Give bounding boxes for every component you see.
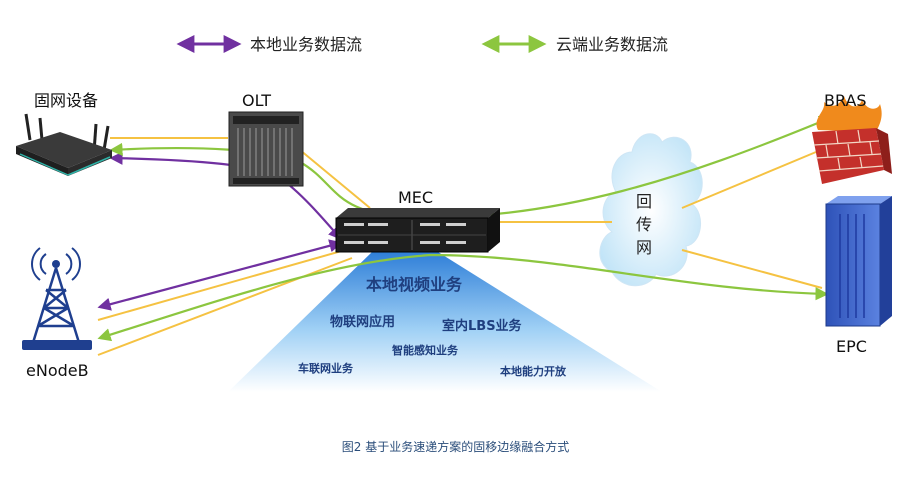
- legend: 本地业务数据流 云端业务数据流: [176, 35, 668, 54]
- backhaul-cloud: 回 传 网: [599, 133, 703, 287]
- fixed-network-device: 固网设备: [16, 91, 112, 176]
- service-lbs: 室内LBS业务: [442, 318, 523, 334]
- fixed-device-label: 固网设备: [34, 91, 98, 110]
- service-iot: 物联网应用: [330, 314, 395, 330]
- epc-device: EPC: [825, 196, 892, 356]
- enodeb-label: eNodeB: [26, 361, 89, 380]
- legend-cloud-label: 云端业务数据流: [556, 35, 668, 54]
- mec-device: MEC: [335, 188, 500, 253]
- mec-label: MEC: [398, 188, 433, 207]
- bras-device: BRAS: [812, 91, 892, 184]
- backhaul-label-3: 网: [636, 238, 652, 257]
- service-capability: 本地能力开放: [500, 364, 567, 378]
- olt-label: OLT: [242, 91, 271, 110]
- backhaul-label-2: 传: [636, 215, 652, 234]
- legend-local-label: 本地业务数据流: [250, 35, 362, 54]
- epc-label: EPC: [836, 337, 867, 356]
- service-vehicle: 车联网业务: [298, 361, 354, 375]
- service-sensing: 智能感知业务: [392, 343, 459, 357]
- service-labels: 本地视频业务 物联网应用 室内LBS业务 智能感知业务 车联网业务 本地能力开放: [298, 275, 567, 378]
- enodeb-device: eNodeB: [22, 247, 92, 380]
- service-video: 本地视频业务: [366, 275, 463, 294]
- olt-device: OLT: [228, 91, 304, 187]
- backhaul-label-1: 回: [636, 192, 652, 211]
- figure-caption: 图2 基于业务速递方案的固移边缘融合方式: [341, 440, 570, 454]
- bras-label: BRAS: [824, 91, 867, 110]
